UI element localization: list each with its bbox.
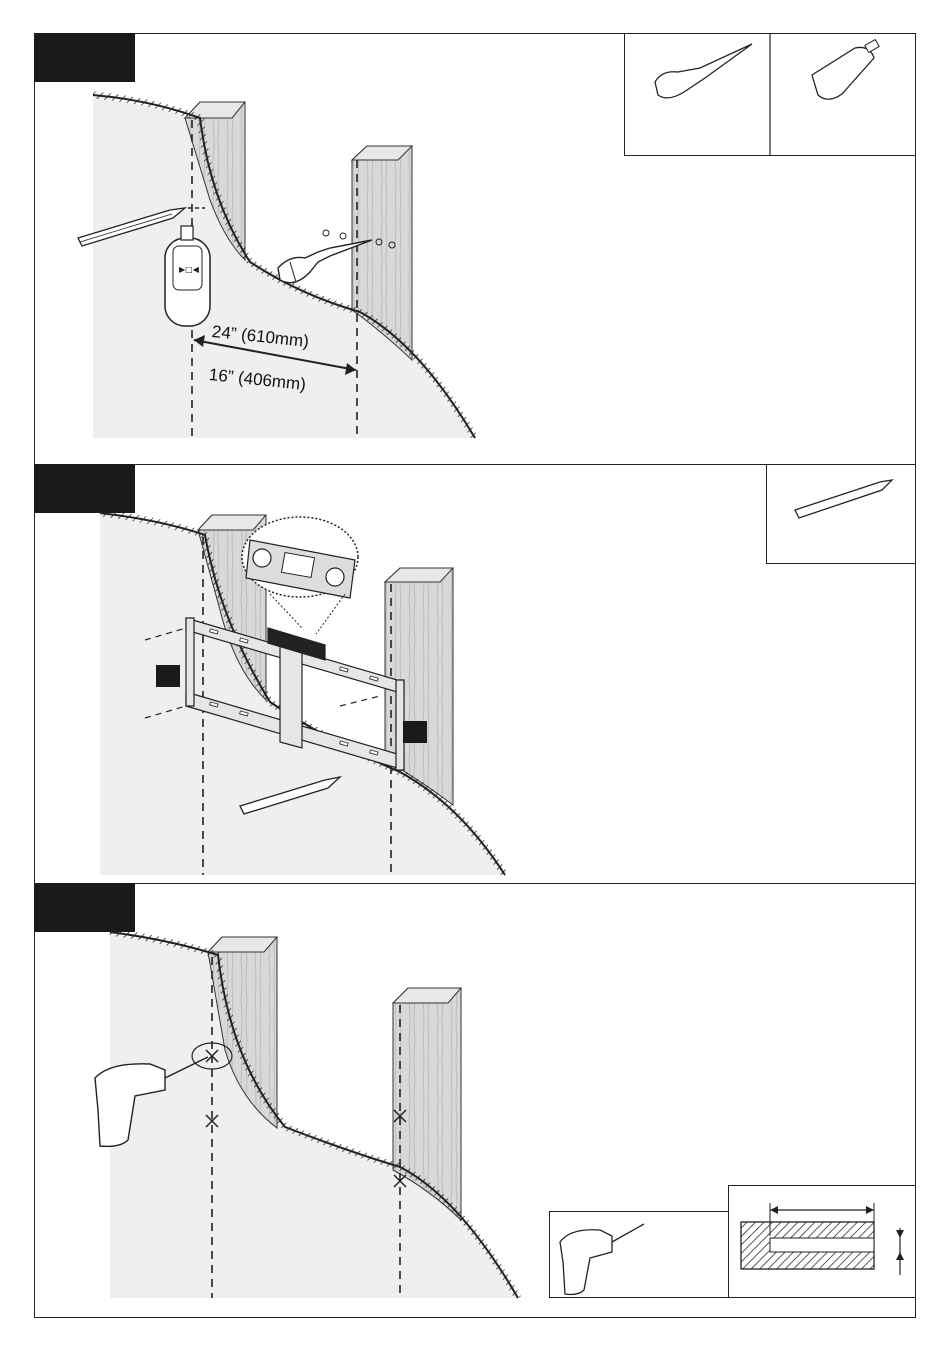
position-marker — [156, 665, 180, 687]
step-1-tool-stud-finder — [812, 40, 879, 100]
step-2-scene — [100, 513, 505, 875]
position-marker — [403, 721, 427, 743]
step-1-tool-awl — [655, 44, 752, 98]
step-2-tool-pencil — [795, 480, 892, 518]
svg-text:▶□◀: ▶□◀ — [179, 265, 200, 274]
step-3-tool-drill — [560, 1224, 644, 1295]
drill-hole-diagram-icon — [741, 1203, 904, 1275]
step-3-scene — [95, 932, 518, 1298]
